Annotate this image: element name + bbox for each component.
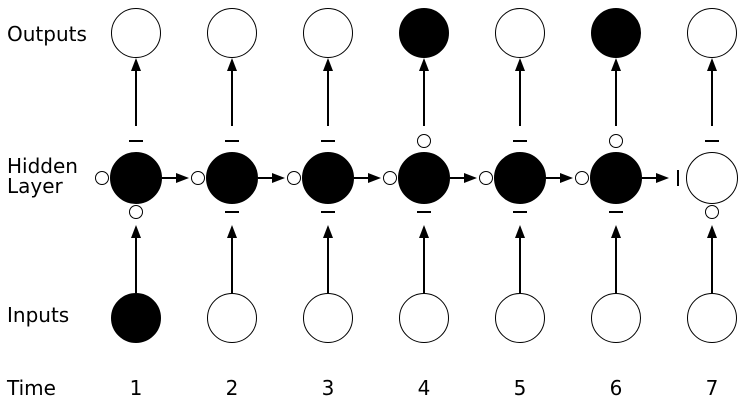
outputs-row-label: Outputs (7, 22, 87, 46)
input-to-hidden-arrow-line (615, 238, 617, 293)
recurrent-arrow-line (546, 177, 560, 179)
output-node (495, 8, 545, 58)
input-node (399, 293, 449, 343)
recurrent-arrow-line (450, 177, 464, 179)
recurrent-gate-open-circle (383, 171, 397, 185)
hidden-to-output-arrowhead (130, 58, 141, 71)
input-node (495, 293, 545, 343)
hidden-node (494, 152, 546, 204)
recurrent-arrowhead (272, 172, 285, 183)
hidden-to-output-arrow-line (135, 71, 137, 126)
hidden-to-output-arrowhead (610, 58, 621, 71)
hidden-layer-label-line1: Hidden (7, 154, 78, 178)
input-node (111, 293, 161, 343)
hidden-to-output-arrowhead (706, 58, 717, 71)
time-step-label: 5 (513, 376, 527, 400)
recurrent-arrowhead (656, 172, 669, 183)
recurrent-gate-closed-bar (676, 170, 680, 186)
hidden-to-output-arrow-line (231, 71, 233, 126)
output-gate-closed-dash (129, 139, 143, 143)
hidden-to-output-arrow-line (327, 71, 329, 126)
input-gate-closed-dash (321, 210, 335, 214)
hidden-node (110, 152, 162, 204)
hidden-node (206, 152, 258, 204)
output-node (303, 8, 353, 58)
time-step-label: 3 (321, 376, 335, 400)
output-node (687, 8, 737, 58)
hidden-to-output-arrowhead (514, 58, 525, 71)
output-node (399, 8, 449, 58)
output-gate-open-circle (417, 134, 431, 148)
input-gate-open-circle (705, 205, 719, 219)
recurrent-arrow-line (258, 177, 272, 179)
inputs-row-label: Inputs (7, 303, 70, 327)
input-to-hidden-arrow-line (423, 238, 425, 293)
input-to-hidden-arrowhead (514, 225, 525, 238)
output-gate-closed-dash (225, 139, 239, 143)
hidden-to-output-arrowhead (226, 58, 237, 71)
hidden-node (398, 152, 450, 204)
time-row-label: Time (7, 376, 56, 400)
recurrent-gate-open-circle (95, 171, 109, 185)
hidden-layer-row-label: Hidden Layer (7, 156, 78, 196)
recurrent-arrow-line (642, 177, 656, 179)
hidden-to-output-arrowhead (418, 58, 429, 71)
input-to-hidden-arrow-line (711, 238, 713, 293)
input-gate-closed-dash (513, 210, 527, 214)
input-gate-closed-dash (225, 210, 239, 214)
time-step-label: 7 (705, 376, 719, 400)
hidden-to-output-arrow-line (711, 71, 713, 126)
recurrent-arrow-line (162, 177, 176, 179)
hidden-node (686, 152, 738, 204)
output-node (591, 8, 641, 58)
input-to-hidden-arrowhead (226, 225, 237, 238)
time-step-label: 6 (609, 376, 623, 400)
hidden-node (590, 152, 642, 204)
recurrent-gate-open-circle (191, 171, 205, 185)
recurrent-gate-open-circle (479, 171, 493, 185)
output-node (207, 8, 257, 58)
input-to-hidden-arrowhead (130, 225, 141, 238)
hidden-layer-label-line2: Layer (7, 174, 63, 198)
time-step-label: 2 (225, 376, 239, 400)
recurrent-arrowhead (464, 172, 477, 183)
hidden-to-output-arrow-line (615, 71, 617, 126)
recurrent-arrow-line (354, 177, 368, 179)
output-gate-closed-dash (705, 139, 719, 143)
time-step-label: 4 (417, 376, 431, 400)
input-gate-open-circle (129, 205, 143, 219)
recurrent-arrowhead (368, 172, 381, 183)
time-step-label: 1 (129, 376, 143, 400)
input-to-hidden-arrow-line (135, 238, 137, 293)
input-node (207, 293, 257, 343)
input-gate-closed-dash (417, 210, 431, 214)
hidden-to-output-arrow-line (423, 71, 425, 126)
input-to-hidden-arrowhead (418, 225, 429, 238)
input-node (591, 293, 641, 343)
input-to-hidden-arrowhead (610, 225, 621, 238)
input-to-hidden-arrow-line (327, 238, 329, 293)
recurrent-gate-open-circle (575, 171, 589, 185)
hidden-to-output-arrow-line (519, 71, 521, 126)
hidden-node (302, 152, 354, 204)
output-gate-open-circle (609, 134, 623, 148)
recurrent-arrowhead (176, 172, 189, 183)
output-node (111, 8, 161, 58)
input-node (687, 293, 737, 343)
input-to-hidden-arrowhead (322, 225, 333, 238)
hidden-to-output-arrowhead (322, 58, 333, 71)
output-gate-closed-dash (321, 139, 335, 143)
input-to-hidden-arrow-line (231, 238, 233, 293)
input-node (303, 293, 353, 343)
input-gate-closed-dash (609, 210, 623, 214)
input-to-hidden-arrowhead (706, 225, 717, 238)
recurrent-arrowhead (560, 172, 573, 183)
recurrent-gate-open-circle (287, 171, 301, 185)
output-gate-closed-dash (513, 139, 527, 143)
input-to-hidden-arrow-line (519, 238, 521, 293)
